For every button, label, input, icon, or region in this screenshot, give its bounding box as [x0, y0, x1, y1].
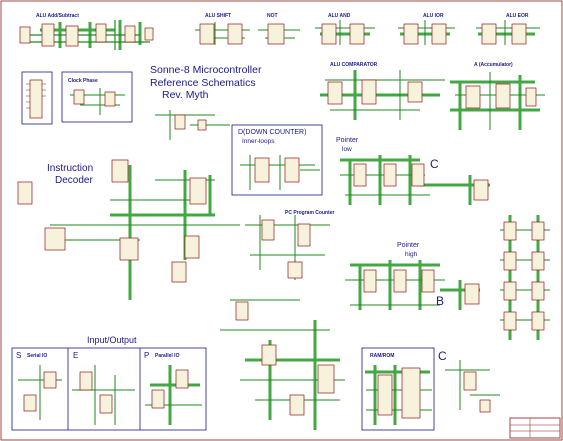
- alu-shift-label: ALU SHIFT: [205, 13, 231, 19]
- pointer-high-label: Pointer: [397, 242, 420, 249]
- not-label: NOT: [267, 13, 278, 19]
- down-counter-sublabel: Inner-loops: [242, 138, 275, 145]
- alu-add-sub-block: ALU Add/Subtract: [19, 13, 154, 50]
- alu-shift-block: ALU SHIFT: [195, 13, 250, 45]
- io-label: Input/Output: [87, 335, 137, 345]
- pointer-low-sublabel: low: [342, 146, 352, 153]
- alu-eor-label: ALU EOR: [506, 13, 529, 19]
- side-connector-block: [21, 71, 53, 125]
- alu-and-block: ALU AND: [315, 13, 375, 45]
- serial-io-label: Serial IO: [27, 353, 47, 359]
- pointer-low-label: Pointer: [336, 137, 359, 144]
- alu-comparator-block: ALU COMPARATOR: [320, 62, 445, 120]
- pointer-high-block: Pointer high B: [345, 242, 480, 310]
- parallel-io-letter: P: [144, 351, 149, 360]
- io-block: Input/Output S Serial IO E P Parallel IO: [11, 335, 207, 431]
- alu-comparator-label: ALU COMPARATOR: [330, 62, 378, 68]
- alu-ior-block: ALU IOR: [398, 13, 455, 45]
- down-counter-label: D(DOWN COUNTER): [238, 129, 306, 136]
- title-block-text: Sonne-8 Microcontroller Reference Schema…: [150, 64, 262, 101]
- pointer-low-block: Pointer low C: [336, 137, 490, 205]
- program-counter-block: PC Program Counter: [245, 210, 335, 280]
- ram-rom-block: RAM/ROM: [361, 347, 435, 431]
- title-line-3: Rev. Myth: [162, 89, 209, 101]
- ram-rom-c-letter: C: [438, 349, 447, 363]
- program-counter-label: PC Program Counter: [285, 210, 335, 216]
- alu-ior-label: ALU IOR: [423, 13, 444, 19]
- io-e-letter: E: [73, 351, 78, 360]
- down-counter-block: D(DOWN COUNTER) Inner-loops: [231, 124, 323, 196]
- pointer-low-c-letter: C: [430, 157, 439, 171]
- title-line-1: Sonne-8 Microcontroller: [150, 64, 262, 76]
- clock-phase-label: Clock Phase: [68, 78, 98, 84]
- serial-io-letter: S: [16, 351, 21, 360]
- instruction-decoder-label: Instruction: [47, 163, 93, 174]
- alu-eor-block: ALU EOR: [476, 13, 540, 45]
- pointer-high-sublabel: high: [405, 251, 418, 258]
- alu-add-sub-label: ALU Add/Subtract: [36, 13, 79, 19]
- ram-rom-label: RAM/ROM: [370, 353, 394, 359]
- central-lower-logic: [220, 299, 345, 430]
- accumulator-label: A (Accumulator): [474, 62, 513, 68]
- misc-logic-top: [155, 110, 230, 140]
- parallel-io-label: Parallel IO: [155, 353, 180, 359]
- accumulator-block: A (Accumulator): [450, 62, 545, 130]
- drawing-title-block: [509, 417, 561, 439]
- ram-rom-c-block: C: [438, 349, 500, 413]
- instruction-decoder-sublabel: Decoder: [55, 175, 93, 186]
- alu-and-label: ALU AND: [328, 13, 351, 19]
- register-banks: [500, 215, 550, 340]
- pointer-high-b-letter: B: [436, 294, 444, 308]
- instruction-decoder-block: Instruction Decoder: [17, 159, 240, 300]
- not-block: NOT: [258, 13, 300, 45]
- clock-phase-block: Clock Phase: [61, 71, 133, 123]
- title-line-2: Reference Schematics: [150, 77, 256, 89]
